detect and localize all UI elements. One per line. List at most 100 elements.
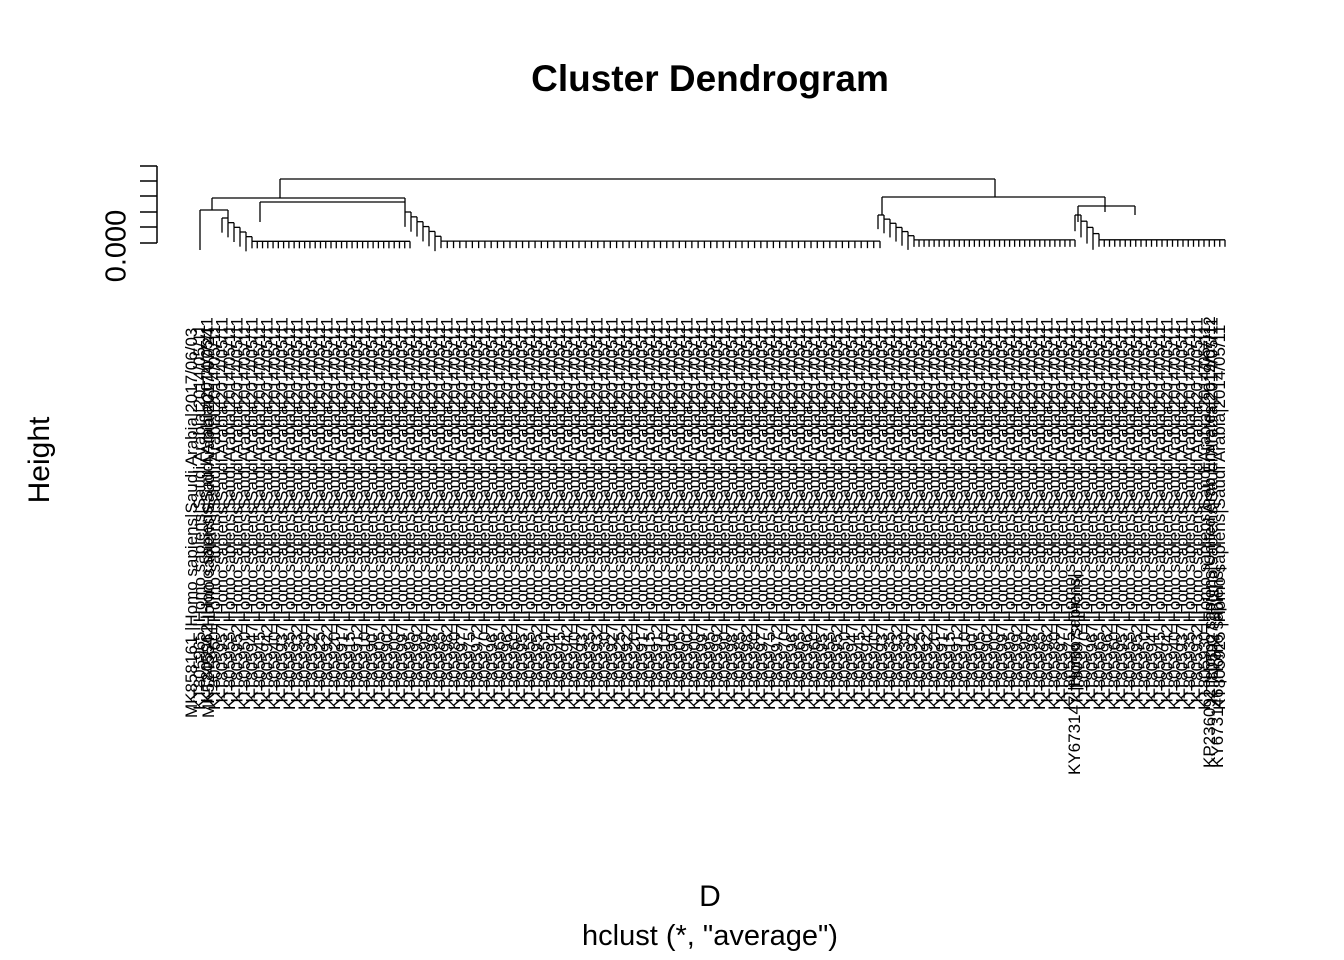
leaf-label: KT805937 |Homo sapiens|Saudi Arabia|2014… bbox=[873, 317, 892, 702]
leaf-label: KT805982 |Homo sapiens|Saudi Arabia|2014… bbox=[738, 317, 757, 702]
leaf-label: KT805977 |Homo sapiens|Saudi Arabia|2014… bbox=[1053, 317, 1072, 702]
leaf-label: KT805995 |Homo sapiens|Saudi Arabia|2014… bbox=[400, 325, 419, 710]
leaf-label: KT805907 |Homo sapiens|Saudi Arabia|2014… bbox=[363, 317, 382, 702]
leaf-label: KT805932 |Homo sapiens|Saudi Arabia|2014… bbox=[888, 317, 907, 702]
leaf-label: KT805992 |Homo sapiens|Saudi Arabia|2014… bbox=[1008, 317, 1027, 702]
leaf-label: KT805940 |Homo sapiens|Saudi Arabia|2014… bbox=[265, 325, 284, 710]
leaf-label: KT805965 |Homo sapiens|Saudi Arabia|2014… bbox=[1090, 325, 1109, 710]
leaf-label: KT805980 |Homo sapiens|Saudi Arabia|2014… bbox=[1045, 325, 1064, 710]
leaf-label: KT805987 |Homo sapiens|Saudi Arabia|2014… bbox=[1023, 317, 1042, 702]
leaf-label: KT805952 |Homo sapiens|Saudi Arabia|2014… bbox=[828, 317, 847, 702]
leaf-label: KT805922 |Homo sapiens|Saudi Arabia|2014… bbox=[318, 317, 337, 702]
leaf-label: KT805922 |Homo sapiens|Saudi Arabia|2014… bbox=[618, 317, 637, 702]
leaf-label: KT805970 |Homo sapiens|Saudi Arabia|2014… bbox=[775, 325, 794, 710]
leaf-label: KT805917 |Homo sapiens|Saudi Arabia|2014… bbox=[333, 317, 352, 702]
leaf-label: KT805925 |Homo sapiens|Saudi Arabia|2014… bbox=[610, 325, 629, 710]
leaf-label: KT805975 |Homo sapiens|Saudi Arabia|2014… bbox=[460, 325, 479, 710]
leaf-label: KT805960 |Homo sapiens|Saudi Arabia|2014… bbox=[805, 325, 824, 710]
leaf-label: KT805947 |Homo sapiens|Saudi Arabia|2014… bbox=[543, 317, 562, 702]
leaf-label: KT805927 |Homo sapiens|Saudi Arabia|2014… bbox=[903, 317, 922, 702]
leaf-label: KT805987 |Homo sapiens|Saudi Arabia|2014… bbox=[423, 317, 442, 702]
leaf-label: KT805965 |Homo sapiens|Saudi Arabia|2014… bbox=[190, 325, 209, 710]
y-tick-label: 0.000 bbox=[100, 209, 133, 283]
leaf-label: KT805942 |Homo sapiens|Saudi Arabia|2014… bbox=[858, 317, 877, 702]
leaf-label: KT805992 |Homo sapiens|Saudi Arabia|2014… bbox=[408, 317, 427, 702]
leaf-label: KT805927 |Homo sapiens|Saudi Arabia|2014… bbox=[303, 317, 322, 702]
dendrogram-tree bbox=[199, 178, 1226, 252]
leaf-label: KT805967 |Homo sapiens|Saudi Arabia|2014… bbox=[783, 317, 802, 702]
leaf-label: KT805970 |Homo sapiens|Saudi Arabia|2014… bbox=[475, 325, 494, 710]
leaf-label: KT805907 |Homo sapiens|Saudi Arabia|2014… bbox=[963, 317, 982, 702]
leaf-label: KT805950 |Homo sapiens|Saudi Arabia|2014… bbox=[235, 325, 254, 710]
leaf-label: KP236092 |Homo sapiens|United Arab Emira… bbox=[1200, 316, 1219, 768]
leaf-label: KT805940 |Homo sapiens|Saudi Arabia|2014… bbox=[865, 325, 884, 710]
leaf-label: KT805982 |Homo sapiens|Saudi Arabia|2014… bbox=[1038, 317, 1057, 702]
leaf-label: KT805912 |Homo sapiens|Saudi Arabia|2014… bbox=[648, 317, 667, 702]
leaf-label: KT805965 |Homo sapiens|Saudi Arabia|2014… bbox=[490, 325, 509, 710]
leaf-label: KT805977 |Homo sapiens|Saudi Arabia|2014… bbox=[753, 317, 772, 702]
leaf-label: KT805937 |Homo sapiens|Saudi Arabia|2014… bbox=[1173, 317, 1192, 702]
y-axis-label: Height bbox=[23, 416, 56, 504]
chart-title: Cluster Dendrogram bbox=[531, 58, 889, 99]
x-axis-label: D bbox=[699, 880, 721, 913]
leaf-label: KT805970 |Homo sapiens|Saudi Arabia|2014… bbox=[1075, 325, 1094, 710]
leaf-label: KT805945 |Homo sapiens|Saudi Arabia|2014… bbox=[1150, 325, 1169, 710]
leaf-label: KT805957 |Homo sapiens|Saudi Arabia|2014… bbox=[513, 317, 532, 702]
leaf-label: KT805980 |Homo sapiens|Saudi Arabia|2014… bbox=[445, 325, 464, 710]
leaf-label: KT805985 |Homo sapiens|Saudi Arabia|2014… bbox=[730, 325, 749, 710]
leaf-label: KY673147 |Homo sapiens| bbox=[1065, 573, 1084, 775]
leaf-label: KT805937 |Homo sapiens|Saudi Arabia|2014… bbox=[573, 317, 592, 702]
leaf-label: KT805952 |Homo sapiens|Saudi Arabia|2014… bbox=[1128, 317, 1147, 702]
leaf-label: KT805935 |Homo sapiens|Saudi Arabia|2014… bbox=[880, 325, 899, 710]
leaf-label: KT805997 |Homo sapiens|Saudi Arabia|2014… bbox=[393, 317, 412, 702]
leaf-label: KT805955 |Homo sapiens|Saudi Arabia|2014… bbox=[220, 325, 239, 710]
leaf-label: KT805940 |Homo sapiens|Saudi Arabia|2014… bbox=[1165, 325, 1184, 710]
leaf-label: KT805960 |Homo sapiens|Saudi Arabia|2014… bbox=[1105, 325, 1124, 710]
leaf-label: KT805985 |Homo sapiens|Saudi Arabia|2014… bbox=[1030, 325, 1049, 710]
leaf-label: KT805947 |Homo sapiens|Saudi Arabia|2014… bbox=[243, 317, 262, 702]
leaf-label: KT805930 |Homo sapiens|Saudi Arabia|2014… bbox=[595, 325, 614, 710]
leaf-label: KT805917 |Homo sapiens|Saudi Arabia|2014… bbox=[633, 317, 652, 702]
leaf-label: KY673146 |Homo sapiens| bbox=[1208, 566, 1227, 768]
leaf-label: KT805922 |Homo sapiens|Saudi Arabia|2014… bbox=[918, 317, 937, 702]
leaf-label: KT805900 |Homo sapiens|Saudi Arabia|2014… bbox=[385, 325, 404, 710]
leaf-label: KT805972 |Homo sapiens|Saudi Arabia|2014… bbox=[768, 317, 787, 702]
leaf-label: KT805925 |Homo sapiens|Saudi Arabia|2014… bbox=[1210, 325, 1229, 710]
leaf-label: KT805907 |Homo sapiens|Saudi Arabia|2014… bbox=[663, 317, 682, 702]
leaf-label: KT805925 |Homo sapiens|Saudi Arabia|2014… bbox=[910, 325, 929, 710]
leaf-label: KT805975 |Homo sapiens|Saudi Arabia|2014… bbox=[760, 325, 779, 710]
leaf-label: KT805962 |Homo sapiens|Saudi Arabia|2014… bbox=[498, 317, 517, 702]
leaf-label: KT805935 |Homo sapiens|Saudi Arabia|2014… bbox=[1180, 325, 1199, 710]
leaf-label: KT805905 |Homo sapiens|Saudi Arabia|2014… bbox=[670, 325, 689, 710]
leaf-label: KT805945 |Homo sapiens|Saudi Arabia|2014… bbox=[550, 325, 569, 710]
leaf-label: KT805947 |Homo sapiens|Saudi Arabia|2014… bbox=[1143, 317, 1162, 702]
leaf-label: KT805902 |Homo sapiens|Saudi Arabia|2014… bbox=[678, 317, 697, 702]
leaf-label: KT805900 |Homo sapiens|Saudi Arabia|2014… bbox=[685, 325, 704, 710]
leaf-label: KT805955 |Homo sapiens|Saudi Arabia|2014… bbox=[520, 325, 539, 710]
leaf-label: KT805935 |Homo sapiens|Saudi Arabia|2014… bbox=[280, 325, 299, 710]
leaf-label: KT805962 |Homo sapiens|Saudi Arabia|2014… bbox=[798, 317, 817, 702]
x-axis-subtitle: hclust (*, "average") bbox=[582, 920, 838, 952]
leaf-label: KT805930 |Homo sapiens|Saudi Arabia|2014… bbox=[895, 325, 914, 710]
leaf-label: KT805932 |Homo sapiens|Saudi Arabia|2014… bbox=[1188, 317, 1207, 702]
leaf-label: KT805930 |Homo sapiens|Saudi Arabia|2014… bbox=[1195, 325, 1214, 710]
leaf-label: KT805932 |Homo sapiens|Saudi Arabia|2014… bbox=[288, 317, 307, 702]
leaf-label: KT805957 |Homo sapiens|Saudi Arabia|2014… bbox=[1113, 317, 1132, 702]
leaf-label: KT805912 |Homo sapiens|Saudi Arabia|2014… bbox=[948, 317, 967, 702]
leaf-label: KT805905 |Homo sapiens|Saudi Arabia|2014… bbox=[970, 325, 989, 710]
leaf-label: KT805957 |Homo sapiens|Saudi Arabia|2014… bbox=[213, 317, 232, 702]
leaf-label: KT805997 |Homo sapiens|Saudi Arabia|2014… bbox=[993, 317, 1012, 702]
leaf-label: KT805927 |Homo sapiens|Saudi Arabia|2014… bbox=[603, 317, 622, 702]
leaf-label: KT805950 |Homo sapiens|Saudi Arabia|2014… bbox=[835, 325, 854, 710]
leaf-label: MK858161 |Homo sapiens|Saudi Arabia|2017… bbox=[182, 328, 201, 718]
leaf-label: KT805960 |Homo sapiens|Saudi Arabia|2014… bbox=[205, 325, 224, 710]
leaf-label: KT805902 |Homo sapiens|Saudi Arabia|2014… bbox=[978, 317, 997, 702]
leaf-label: KT805942 |Homo sapiens|Saudi Arabia|2014… bbox=[1158, 317, 1177, 702]
leaf-label: KT805980 |Homo sapiens|Saudi Arabia|2014… bbox=[745, 325, 764, 710]
leaf-label: KT805950 |Homo sapiens|Saudi Arabia|2014… bbox=[535, 325, 554, 710]
leaf-label: KT805900 |Homo sapiens|Saudi Arabia|2014… bbox=[985, 325, 1004, 710]
leaf-label: KT805982 |Homo sapiens|Saudi Arabia|2014… bbox=[438, 317, 457, 702]
leaf-label: KT805912 |Homo sapiens|Saudi Arabia|2014… bbox=[348, 317, 367, 702]
leaf-label: KT805915 |Homo sapiens|Saudi Arabia|2014… bbox=[640, 325, 659, 710]
